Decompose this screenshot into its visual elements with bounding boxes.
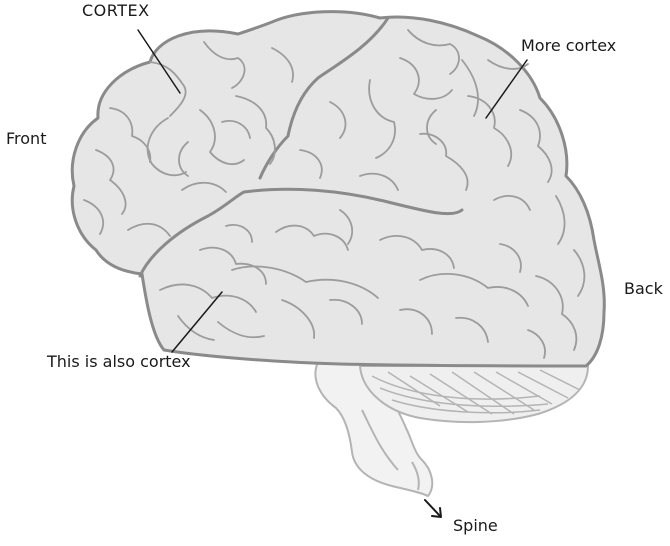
spine-label: Spine xyxy=(453,518,498,534)
spine-arrow xyxy=(425,500,441,517)
also-cortex-label: This is also cortex xyxy=(47,354,191,370)
front-label: Front xyxy=(6,131,46,147)
cortex-label: CORTEX xyxy=(82,3,150,19)
more-cortex-label: More cortex xyxy=(521,38,616,54)
back-label: Back xyxy=(624,281,663,297)
